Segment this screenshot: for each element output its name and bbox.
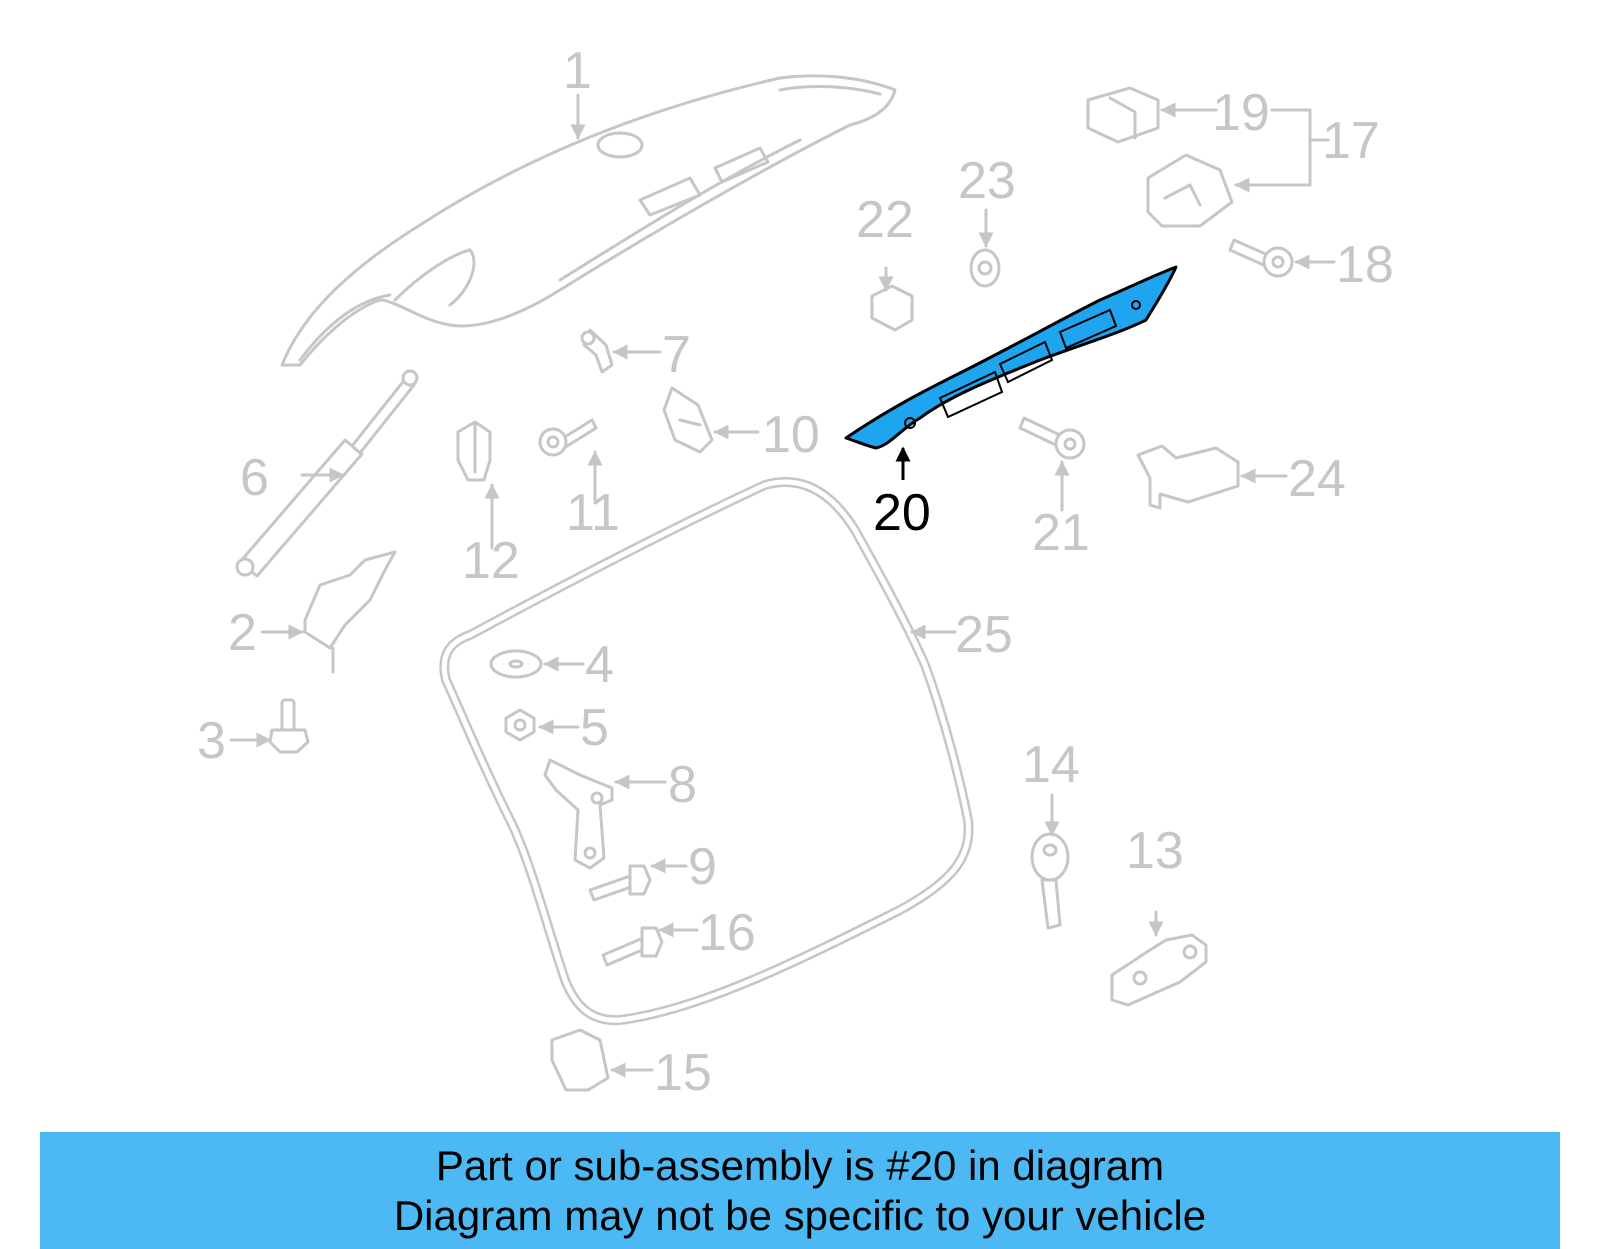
callout-9: 9 xyxy=(688,838,717,896)
info-banner: Part or sub-assembly is #20 in diagram D… xyxy=(40,1132,1560,1249)
part-18-bolt xyxy=(1228,238,1294,278)
part-4-washer xyxy=(489,649,543,679)
part-8-hinge xyxy=(543,758,614,870)
callout-24: 24 xyxy=(1288,450,1346,508)
part-11-bolt xyxy=(538,418,598,457)
part-1-trunk-lid xyxy=(280,74,897,367)
leader-lines xyxy=(229,93,1336,1078)
part-19-connector xyxy=(1086,86,1160,144)
callout-1: 1 xyxy=(563,42,592,100)
part-7-clip xyxy=(580,328,614,374)
part-3-bolt xyxy=(268,698,310,754)
callout-6: 6 xyxy=(240,449,269,507)
part-12-bracket xyxy=(456,420,492,482)
part-20-garnish-highlighted xyxy=(844,265,1178,450)
callout-4: 4 xyxy=(585,636,614,694)
banner-part-text: Part or sub-assembly is #20 in diagram xyxy=(435,1142,1165,1189)
callout-17: 17 xyxy=(1322,112,1380,170)
callout-5: 5 xyxy=(580,699,609,757)
part-23-nut xyxy=(969,248,1001,288)
callout-21: 21 xyxy=(1032,504,1090,562)
part-9-bolt xyxy=(588,864,652,902)
callout-19: 19 xyxy=(1212,84,1270,142)
callout-25: 25 xyxy=(955,606,1013,664)
callout-3: 3 xyxy=(197,712,226,770)
callout-7: 7 xyxy=(662,326,691,384)
part-13-striker xyxy=(1110,933,1208,1007)
callout-20: 20 xyxy=(873,484,931,542)
callout-12: 12 xyxy=(462,532,520,590)
callout-labels: 1 2 3 4 5 6 7 8 9 10 11 12 13 14 15 16 1… xyxy=(197,42,1394,1102)
callout-22: 22 xyxy=(856,191,914,249)
part-25-weatherstrip xyxy=(439,477,974,1026)
callout-16: 16 xyxy=(698,904,756,962)
part-17-switch xyxy=(1146,153,1234,228)
part-5-nut xyxy=(504,708,536,742)
callout-14: 14 xyxy=(1022,736,1080,794)
callout-10: 10 xyxy=(762,406,820,464)
callout-15: 15 xyxy=(654,1044,712,1102)
callout-2: 2 xyxy=(228,604,257,662)
banner-disclaimer-text: Diagram may not be specific to your vehi… xyxy=(393,1192,1207,1239)
part-14-stud xyxy=(1030,832,1070,930)
callout-8: 8 xyxy=(668,756,697,814)
callout-18: 18 xyxy=(1336,236,1394,294)
callout-13: 13 xyxy=(1126,822,1184,880)
part-24-latch xyxy=(1136,444,1240,510)
part-21-bolt xyxy=(1018,416,1086,460)
callout-23: 23 xyxy=(958,152,1016,210)
part-10-bracket xyxy=(662,386,714,454)
part-15-bumper xyxy=(550,1028,610,1092)
part-22-clip xyxy=(870,284,914,332)
part-16-bolt xyxy=(601,926,664,967)
callout-11: 11 xyxy=(566,484,620,542)
part-2-hinge-bracket xyxy=(303,550,397,674)
